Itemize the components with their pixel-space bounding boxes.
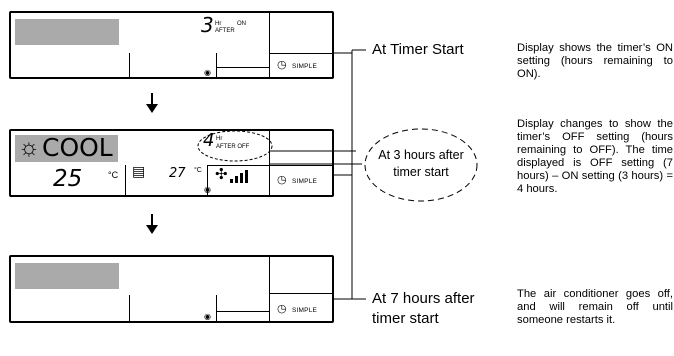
simple-label: SIMPLE xyxy=(292,178,318,185)
timer-hours-digit: 3 xyxy=(201,13,214,37)
divider xyxy=(269,129,270,197)
down-arrow-icon xyxy=(146,93,158,113)
divider xyxy=(216,295,217,323)
note-timer-on: Display shows the timer’s ON setting (ho… xyxy=(517,42,673,80)
after-label: AFTER xyxy=(215,28,235,34)
display-blank-area xyxy=(15,19,119,45)
on-label: ON xyxy=(237,21,246,27)
mode-text: COOL xyxy=(42,133,113,162)
timer-start-label: At Timer Start xyxy=(372,41,464,58)
seven-hours-label-line2: timer start xyxy=(372,310,439,327)
divider xyxy=(216,53,217,79)
simple-label: SIMPLE xyxy=(292,307,318,314)
divider xyxy=(216,311,269,312)
note-ac-off: The air conditioner goes off, and will r… xyxy=(517,288,673,326)
divider xyxy=(207,165,208,195)
three-hours-label: At 3 hours after timer start xyxy=(378,148,464,179)
divider xyxy=(269,53,332,54)
louver-icon: ▤ xyxy=(132,163,146,179)
clock-icon: ◷ xyxy=(277,174,287,186)
divider xyxy=(216,67,269,68)
mode-background xyxy=(15,135,118,162)
dot-indicator-icon: ◉ xyxy=(204,312,211,321)
divider xyxy=(269,293,332,294)
clock-icon: ◷ xyxy=(277,303,287,315)
divider xyxy=(207,165,269,166)
remote-display-panel-3: ◷ SIMPLE ◉ xyxy=(9,255,334,323)
hr-label: Hr xyxy=(216,136,223,142)
remote-display-panel-2: ☼ COOL 25 °C ▤ 27 °C ✣ 4 Hr AFTER OFF ◷ … xyxy=(9,129,334,197)
clock-icon: ◷ xyxy=(277,59,287,71)
dot-indicator-icon: ◉ xyxy=(204,185,211,194)
highlight-ellipse xyxy=(197,130,273,162)
set-temperature: 25 xyxy=(53,166,83,192)
down-arrow-icon xyxy=(146,214,158,234)
celsius-label: °C xyxy=(108,170,119,180)
divider xyxy=(269,11,270,79)
seven-hours-label-line1: At 7 hours after xyxy=(372,290,475,307)
celsius-label: °C xyxy=(194,167,202,174)
divider xyxy=(269,165,332,166)
fan-speed-bars-icon xyxy=(230,170,248,183)
divider xyxy=(129,53,130,79)
divider xyxy=(125,165,126,195)
divider xyxy=(269,255,270,323)
hr-label: Hr xyxy=(215,21,222,27)
dot-indicator-icon: ◉ xyxy=(204,68,211,77)
fan-icon: ✣ xyxy=(215,166,228,183)
divider xyxy=(129,295,130,323)
sun-mode-icon: ☼ xyxy=(18,134,40,161)
remote-display-panel-1: 3 Hr ON AFTER ◷ SIMPLE ◉ xyxy=(9,11,334,79)
display-blank-area xyxy=(15,263,119,289)
timer-hours-digit: 4 xyxy=(203,130,215,151)
simple-label: SIMPLE xyxy=(292,63,318,70)
note-timer-off: Display changes to show the timer’s OFF … xyxy=(517,118,673,195)
after-off-label: AFTER OFF xyxy=(216,144,250,150)
room-temperature: 27 xyxy=(169,166,186,181)
